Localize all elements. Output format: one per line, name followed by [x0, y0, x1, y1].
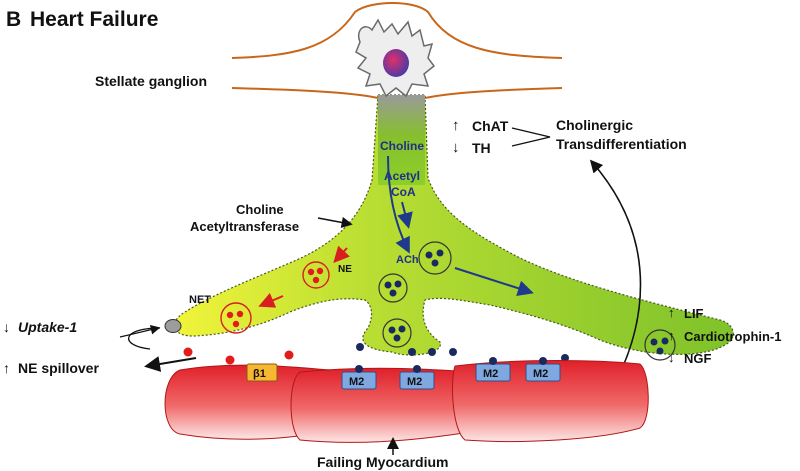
ach-vesicle: [644, 329, 676, 361]
released-ne-dots: [183, 347, 294, 365]
panel-title: Heart Failure: [30, 8, 158, 31]
chat-up-arrow: ↑: [452, 117, 460, 134]
ngf-label: NGF: [684, 351, 712, 366]
neuron-body: [174, 94, 734, 356]
ach-transport-arrow: [454, 267, 534, 296]
stellate-ganglion-label: Stellate ganglion: [95, 73, 207, 89]
ne-vesicle: [302, 261, 330, 289]
ach-label: ACh: [396, 254, 419, 266]
coa-label: CoA: [391, 185, 416, 199]
ne-vesicle: [220, 302, 252, 334]
uptake-down-arrow: ↓: [3, 319, 10, 335]
axon-shaft: [378, 95, 425, 185]
m2-receptor: M2: [399, 365, 435, 390]
ngf-down-arrow: ↓: [668, 350, 675, 365]
m2-label: M2: [483, 368, 498, 380]
ganglion-neuron-icon: [355, 18, 436, 98]
m2-receptor: M2: [341, 365, 377, 390]
ne-arrow: [333, 245, 351, 263]
th-down-arrow: ↓: [452, 139, 460, 156]
ne-arrow: [258, 292, 284, 308]
spillover-arrow: [144, 356, 197, 372]
m2-receptor: M2: [475, 357, 511, 382]
beta1-label: β1: [253, 368, 266, 380]
acetyl-arrow: [397, 201, 413, 229]
uptake-arrow: [119, 324, 161, 338]
spillover-up-arrow: ↑: [3, 360, 10, 376]
released-ach-dots: [356, 343, 569, 362]
failing-myocardium-label: Failing Myocardium: [317, 454, 448, 470]
m2-label: M2: [533, 368, 548, 380]
panel-letter: B: [6, 8, 21, 31]
m2-label: M2: [407, 376, 422, 388]
uptake-loop: [128, 327, 161, 350]
choline-acetyltransferase-label: Choline: [236, 202, 284, 217]
choline-acetyltransferase-label-2: Acetyltransferase: [190, 219, 299, 234]
cholinergic-label: Cholinergic: [556, 117, 633, 133]
choline-label: Choline: [380, 139, 424, 153]
ne-label: NE: [338, 264, 352, 275]
m2-label: M2: [349, 376, 364, 388]
m2-receptor: M2: [525, 357, 561, 382]
bracket-connector: [511, 127, 551, 147]
th-label: TH: [472, 140, 491, 156]
net-transporter-icon: [164, 319, 182, 333]
transdifferentiation-label: Transdifferentiation: [556, 136, 687, 152]
lif-up-arrow: ↑: [668, 305, 675, 320]
enzyme-pointer-arrow: [317, 216, 353, 228]
cardiotrophin-up-arrow: ↑: [668, 328, 675, 343]
ne-spillover-label: NE spillover: [18, 360, 99, 376]
cardiomyocyte-cell: [290, 367, 471, 443]
lif-label: LIF: [684, 306, 704, 321]
acetyl-label: Acetyl: [384, 169, 420, 183]
choline-to-ach-arrow: [387, 155, 410, 254]
ganglion-sheath: [231, 2, 563, 99]
net-label: NET: [189, 294, 211, 306]
chat-label: ChAT: [472, 118, 509, 134]
ach-vesicle: [382, 318, 412, 348]
ach-vesicle: [418, 241, 452, 275]
beta1-receptor: β1: [246, 363, 278, 382]
uptake-label: Uptake-1: [18, 319, 77, 335]
ach-vesicle: [378, 273, 408, 303]
cardiotrophin-label: Cardiotrophin-1: [684, 329, 782, 344]
